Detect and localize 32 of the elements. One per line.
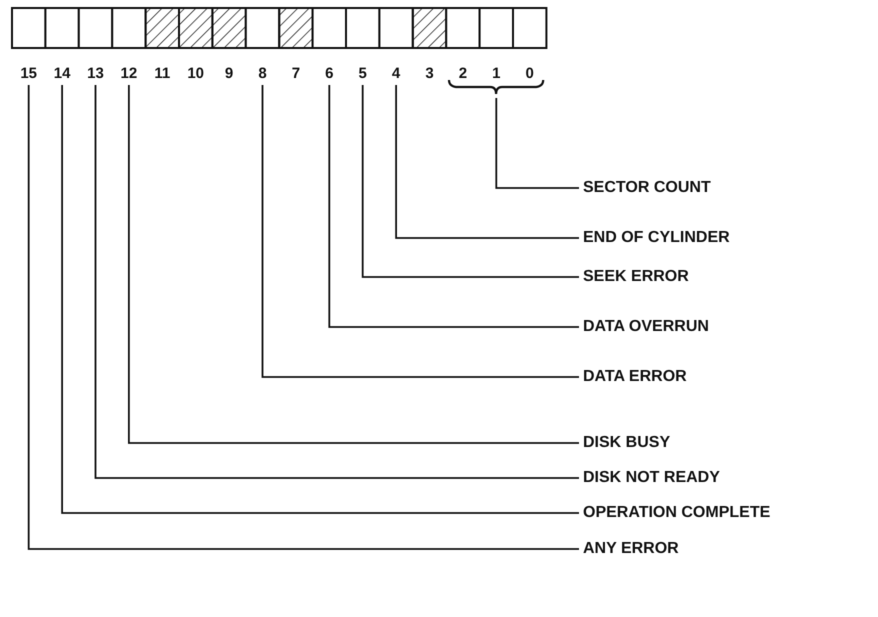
field-label: DISK NOT READY bbox=[583, 470, 720, 486]
field-label: DATA OVERRUN bbox=[583, 319, 709, 335]
bit-number: 2 bbox=[448, 66, 478, 81]
bit-number: 8 bbox=[248, 66, 278, 81]
field-label: DISK BUSY bbox=[583, 435, 670, 451]
field-label: END OF CYLINDER bbox=[583, 230, 730, 246]
leader-line bbox=[328, 85, 579, 328]
brace bbox=[448, 80, 544, 94]
leader-line bbox=[128, 85, 579, 444]
field-label: ANY ERROR bbox=[583, 541, 679, 557]
bit-number: 4 bbox=[381, 66, 412, 81]
bit-number: 14 bbox=[47, 66, 78, 81]
bit-number: 9 bbox=[214, 66, 244, 81]
field-label: SECTOR COUNT bbox=[583, 180, 711, 196]
bit-number: 5 bbox=[348, 66, 378, 81]
leader-line bbox=[495, 98, 579, 189]
bit-number: 13 bbox=[80, 66, 110, 81]
bit-number: 1 bbox=[481, 66, 512, 81]
field-label: SEEK ERROR bbox=[583, 269, 689, 285]
bit-number: 12 bbox=[114, 66, 144, 81]
bit-number: 15 bbox=[14, 66, 44, 81]
bit-number: 0 bbox=[514, 66, 545, 81]
leader-line bbox=[395, 85, 579, 239]
bit-number: 7 bbox=[280, 66, 311, 81]
field-label: DATA ERROR bbox=[583, 369, 687, 385]
field-label: OPERATION COMPLETE bbox=[583, 505, 770, 521]
bit-number: 10 bbox=[180, 66, 211, 81]
bit-number: 3 bbox=[414, 66, 444, 81]
bit-number: 11 bbox=[147, 66, 178, 81]
leader-line bbox=[362, 85, 579, 278]
bit-number: 6 bbox=[314, 66, 344, 81]
leader-line bbox=[262, 85, 579, 378]
